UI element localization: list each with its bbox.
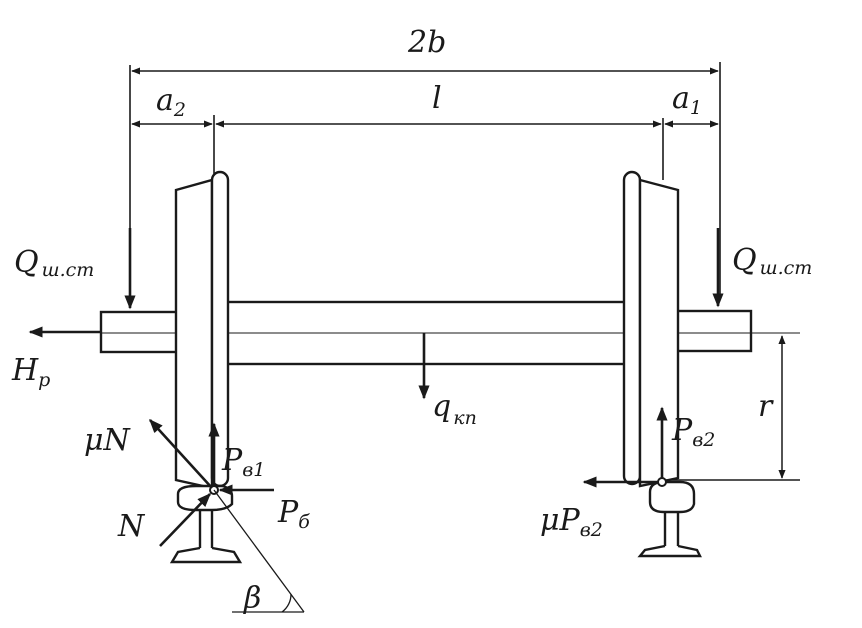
beta-angle-construction (213, 489, 305, 613)
mu-n-arrow (149, 418, 213, 489)
left-wheel (174, 170, 230, 490)
label-p-b: Pб (277, 495, 310, 533)
label-mu-p-b2: μPв2 (540, 503, 603, 541)
radius-dimension (666, 335, 800, 481)
n-arrow (159, 492, 211, 547)
right-rail-head (648, 480, 696, 514)
beta-arc (281, 593, 292, 613)
right-rail (637, 480, 702, 558)
left-wheel-tread (174, 178, 214, 490)
right-contact-point (657, 477, 667, 487)
axle-left-journal (99, 310, 181, 354)
contact-tangent-line (213, 489, 305, 613)
right-wheel (622, 170, 680, 488)
right-wheel-tread (638, 178, 680, 488)
label-beta: β (243, 581, 261, 616)
force-arrows (28, 228, 724, 547)
right-wheel-flange (622, 170, 642, 486)
label-mu-n: μN (84, 423, 131, 458)
label-p-b2: Pв2 (671, 413, 715, 451)
label-n: N (117, 509, 146, 544)
label-r: r (758, 389, 774, 424)
right-rail-foot (637, 544, 702, 558)
axle-right-journal (674, 309, 753, 353)
left-rail-foot (169, 546, 243, 564)
label-l: l (432, 81, 442, 116)
label-a1: a1 (672, 81, 702, 119)
label-hp: Hp (11, 353, 50, 391)
label-a2: a2 (156, 83, 186, 121)
label-2b: 2b (407, 25, 446, 60)
label-p-b1: Pв1 (221, 443, 265, 481)
